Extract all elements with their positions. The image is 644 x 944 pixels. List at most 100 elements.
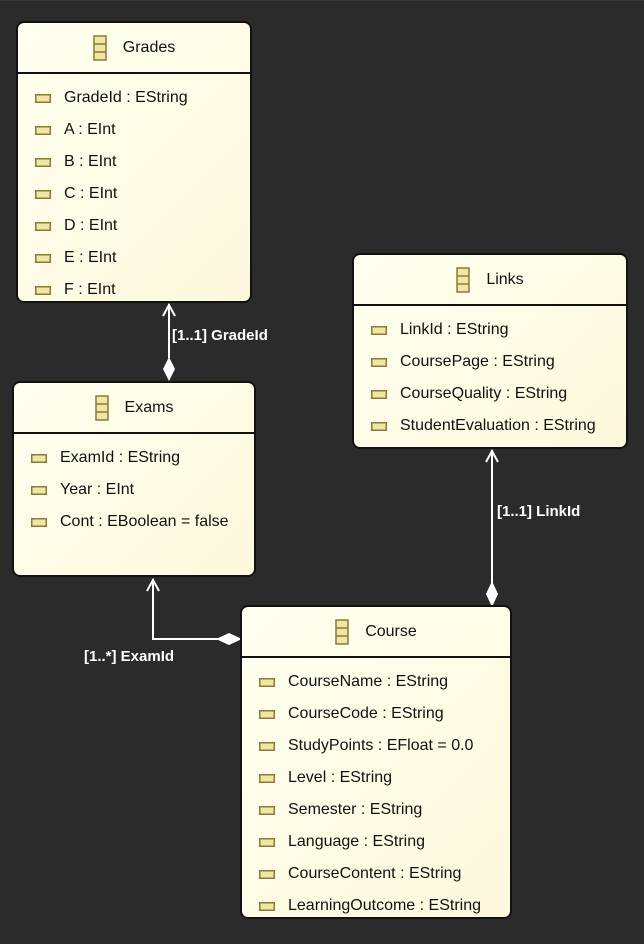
attribute-label: E : EInt xyxy=(64,249,117,266)
eattribute-icon xyxy=(31,485,47,495)
relation-label-gradeid[interactable]: [1..1] GradeId xyxy=(172,327,268,344)
eattribute-icon xyxy=(371,389,387,399)
attribute-label: F : EInt xyxy=(64,281,116,298)
attribute-label: CourseQuality : EString xyxy=(400,385,568,402)
class-exams[interactable]: Exams ExamId : EString Year : EInt Cont … xyxy=(12,381,256,577)
attribute-label: LinkId : EString xyxy=(400,321,509,338)
attribute-list: LinkId : EString CoursePage : EString Co… xyxy=(354,306,626,442)
attribute-label: CourseCode : EString xyxy=(288,705,444,722)
eattribute-icon xyxy=(35,221,51,231)
attribute-row[interactable]: CourseName : EString xyxy=(242,666,510,698)
class-grades[interactable]: Grades GradeId : EString A : EInt B : EI… xyxy=(16,21,252,303)
class-name: Links xyxy=(486,270,524,288)
attribute-label: D : EInt xyxy=(64,217,118,234)
relation-label-linkid[interactable]: [1..1] LinkId xyxy=(497,503,581,520)
eattribute-icon xyxy=(371,325,387,335)
attribute-row[interactable]: ExamId : EString xyxy=(14,442,254,474)
eattribute-icon xyxy=(259,805,275,815)
class-header[interactable]: Course xyxy=(242,607,510,658)
attribute-label: CoursePage : EString xyxy=(400,353,555,370)
eattribute-icon xyxy=(259,773,275,783)
eattribute-icon xyxy=(259,741,275,751)
attribute-list: GradeId : EString A : EInt B : EInt C : … xyxy=(18,74,250,301)
eattribute-icon xyxy=(35,189,51,199)
class-name: Course xyxy=(365,622,417,640)
eattribute-icon xyxy=(35,93,51,103)
attribute-label: Cont : EBoolean = false xyxy=(60,513,229,530)
attribute-list: ExamId : EString Year : EInt Cont : EBoo… xyxy=(14,434,254,538)
eclass-icon xyxy=(335,618,349,645)
eattribute-icon xyxy=(371,357,387,367)
attribute-list: CourseName : EString CourseCode : EStrin… xyxy=(242,658,510,917)
attribute-label: CourseName : EString xyxy=(288,673,449,690)
arrowhead-icon xyxy=(146,577,160,592)
class-links[interactable]: Links LinkId : EString CoursePage : EStr… xyxy=(352,253,628,449)
attribute-label: Level : EString xyxy=(288,769,393,786)
attribute-row[interactable]: CourseCode : EString xyxy=(242,698,510,730)
class-header[interactable]: Exams xyxy=(14,383,254,434)
attribute-label: GradeId : EString xyxy=(64,89,188,106)
relation-label-examid[interactable]: [1..*] ExamId xyxy=(84,648,175,665)
attribute-row[interactable]: D : EInt xyxy=(18,210,250,242)
attribute-row[interactable]: GradeId : EString xyxy=(18,82,250,114)
composition-diamond-icon xyxy=(163,357,175,381)
attribute-label: C : EInt xyxy=(64,185,118,202)
eclass-icon xyxy=(94,394,109,421)
eattribute-icon xyxy=(259,677,275,687)
arrowhead-icon xyxy=(485,448,499,463)
attribute-label: StudentEvaluation : EString xyxy=(400,417,596,434)
attribute-row[interactable]: A : EInt xyxy=(18,114,250,146)
class-header[interactable]: Links xyxy=(354,255,626,306)
attribute-row[interactable]: CoursePage : EString xyxy=(354,346,626,378)
eattribute-icon xyxy=(371,421,387,431)
eattribute-icon xyxy=(35,157,51,167)
eattribute-icon xyxy=(259,901,275,911)
attribute-row[interactable]: LinkId : EString xyxy=(354,314,626,346)
attribute-row[interactable]: F : EInt xyxy=(18,274,250,301)
attribute-label: StudyPoints : EFloat = 0.0 xyxy=(288,737,474,754)
class-header[interactable]: Grades xyxy=(18,23,250,74)
attribute-row[interactable]: C : EInt xyxy=(18,178,250,210)
attribute-row[interactable]: CourseQuality : EString xyxy=(354,378,626,410)
attribute-row[interactable]: B : EInt xyxy=(18,146,250,178)
attribute-row[interactable]: E : EInt xyxy=(18,242,250,274)
class-name: Grades xyxy=(122,38,176,56)
attribute-row[interactable]: StudentEvaluation : EString xyxy=(354,410,626,442)
attribute-label: Year : EInt xyxy=(60,481,135,498)
attribute-label: CourseContent : EString xyxy=(288,865,462,882)
attribute-row[interactable]: CourseContent : EString xyxy=(242,858,510,890)
eclass-icon xyxy=(456,266,471,293)
attribute-label: A : EInt xyxy=(64,121,116,138)
attribute-label: Semester : EString xyxy=(288,801,423,818)
attribute-row[interactable]: Level : EString xyxy=(242,762,510,794)
relation-course-exams[interactable] xyxy=(146,577,242,645)
attribute-row[interactable]: StudyPoints : EFloat = 0.0 xyxy=(242,730,510,762)
attribute-label: ExamId : EString xyxy=(60,449,181,466)
composition-diamond-icon xyxy=(486,581,498,607)
relation-course-links[interactable] xyxy=(485,448,499,607)
arrowhead-icon xyxy=(162,302,176,317)
eattribute-icon xyxy=(31,517,47,527)
eattribute-icon xyxy=(31,453,47,463)
eclass-icon xyxy=(93,34,107,61)
relation-exams-grades[interactable] xyxy=(162,302,176,381)
eattribute-icon xyxy=(259,869,275,879)
attribute-label: LearningOutcome : EString xyxy=(288,897,481,914)
attribute-label: Language : EString xyxy=(288,833,425,850)
eattribute-icon xyxy=(35,125,51,135)
attribute-row[interactable]: Semester : EString xyxy=(242,794,510,826)
composition-diamond-icon xyxy=(216,633,242,645)
attribute-row[interactable]: Language : EString xyxy=(242,826,510,858)
attribute-row[interactable]: Year : EInt xyxy=(14,474,254,506)
attribute-row[interactable]: Cont : EBoolean = false xyxy=(14,506,254,538)
attribute-label: B : EInt xyxy=(64,153,117,170)
eattribute-icon xyxy=(35,253,51,263)
eattribute-icon xyxy=(259,837,275,847)
eattribute-icon xyxy=(259,709,275,719)
attribute-row[interactable]: LearningOutcome : EString xyxy=(242,890,510,917)
class-course[interactable]: Course CourseName : EString CourseCode :… xyxy=(240,605,512,919)
eattribute-icon xyxy=(35,285,51,295)
class-name: Exams xyxy=(124,398,174,416)
